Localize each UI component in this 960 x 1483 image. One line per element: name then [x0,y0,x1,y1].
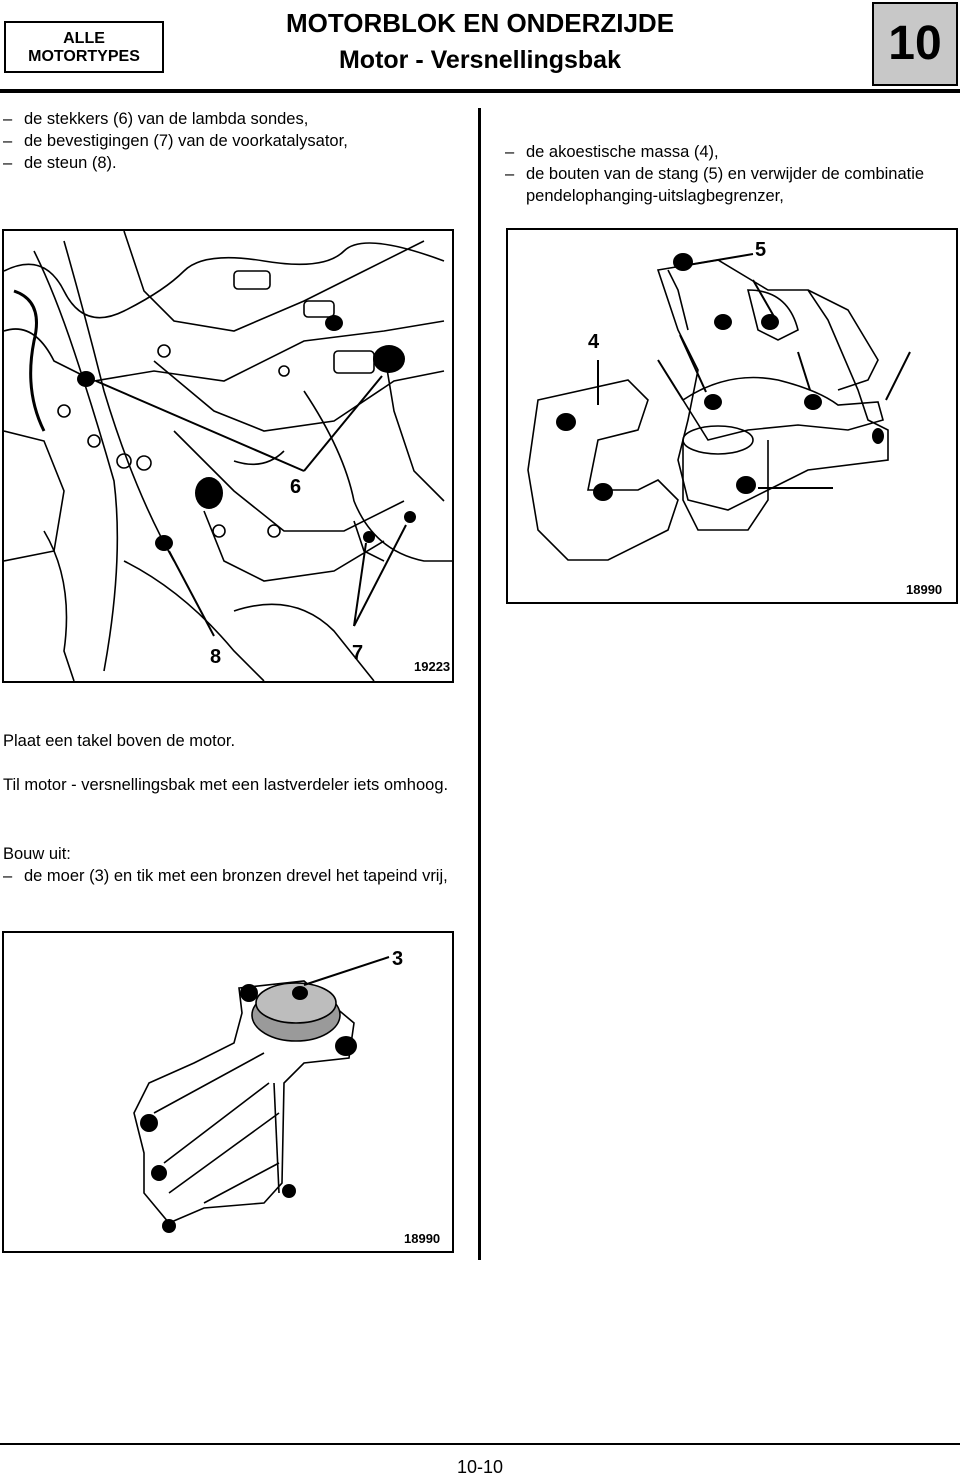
callout-3: 3 [392,948,403,970]
callout-7: 7 [352,642,363,664]
column-divider [478,108,481,1260]
engine-illustration-figure: 6 8 7 19223 [2,229,454,683]
list-item: de steun (8). [3,152,473,174]
tag-line-2: MOTORTYPES [28,48,140,65]
page-title: MOTORBLOK EN ONDERZIJDE [285,8,675,38]
callout-5: 5 [755,239,766,261]
list-item: de bevestigingen (7) van de voorkatalysa… [3,130,473,152]
left-instruction-list: de stekkers (6) van de lambda sondes, de… [3,108,473,174]
footer-rule [0,1443,960,1445]
vehicle-type-tag: ALLE MOTORTYPES [4,21,164,73]
list-item: de stekkers (6) van de lambda sondes, [3,108,473,130]
page-subtitle: Motor - Versnellingsbak [338,46,621,74]
list-item: de moer (3) en tik met een bronzen dreve… [3,865,463,887]
figure-number: 18990 [906,582,943,597]
acoustic-mass-figure: 5 4 18990 [506,228,958,604]
figure-number: 19223 [414,659,451,674]
callout-6: 6 [290,476,301,498]
figure-number: 18990 [404,1231,441,1246]
header-rule [0,89,960,93]
callout-4: 4 [588,331,600,353]
engine-mount-figure: 3 18990 [2,931,454,1253]
list-item: de akoestische massa (4), [505,141,945,163]
callout-8: 8 [210,646,221,668]
tag-line-1: ALLE [63,30,105,47]
acoustic-mass-drawing: 5 4 [527,239,911,561]
engine-drawing: 6 8 7 [4,231,452,681]
engine-mount-drawing: 3 [133,948,403,1233]
list-item: de bouten van de stang (5) en verwijder … [505,163,945,207]
right-instruction-list: de akoestische massa (4), de bouten van … [505,141,945,207]
paragraph-lift: Til motor - versnellingsbak met een last… [3,776,449,794]
paragraph-hoist: Plaat een takel boven de motor. [3,732,236,750]
paragraph-remove: Bouw uit: [3,845,71,863]
page-number: 10-10 [456,1457,504,1477]
removal-list: de moer (3) en tik met een bronzen dreve… [3,865,463,887]
chapter-number: 10 [872,2,958,86]
